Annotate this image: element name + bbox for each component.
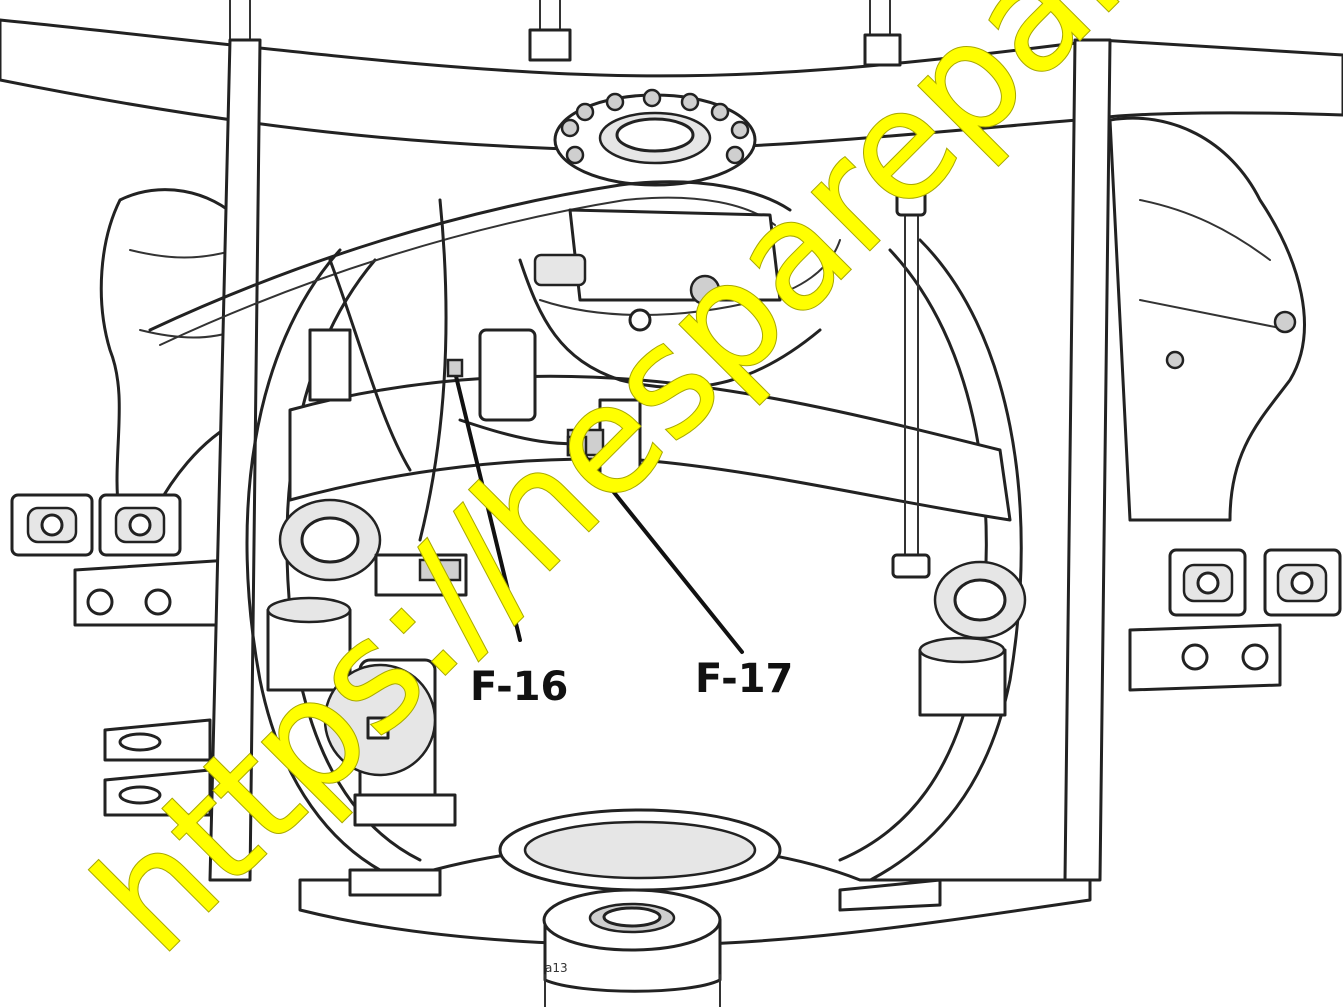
left-brackets bbox=[10, 493, 232, 817]
leader-line-f17 bbox=[578, 448, 744, 654]
top-crossbeam bbox=[0, 0, 1343, 152]
callout-f17: F-17 bbox=[695, 656, 793, 702]
vertical-rods bbox=[891, 188, 931, 579]
small-mark: a13 bbox=[545, 961, 568, 975]
right-brackets bbox=[1128, 548, 1342, 692]
leader-line-f16 bbox=[453, 370, 522, 642]
axle-beam bbox=[288, 374, 1012, 522]
top-flange bbox=[553, 88, 757, 187]
f17-target-marker bbox=[566, 435, 588, 457]
lower-frame bbox=[298, 808, 1092, 947]
bottom-flange bbox=[542, 888, 722, 1007]
hydraulic-pipes bbox=[148, 180, 841, 542]
cylinder-left bbox=[266, 498, 382, 692]
f16-target-marker bbox=[446, 358, 464, 378]
valve-block bbox=[308, 208, 782, 482]
cylinder-right bbox=[918, 560, 1027, 717]
leader-lines bbox=[446, 358, 744, 654]
frame-uprights bbox=[208, 38, 1112, 882]
right-housing bbox=[1108, 116, 1306, 522]
sensor-unit bbox=[323, 553, 468, 827]
callout-f16: F-16 bbox=[470, 664, 568, 710]
